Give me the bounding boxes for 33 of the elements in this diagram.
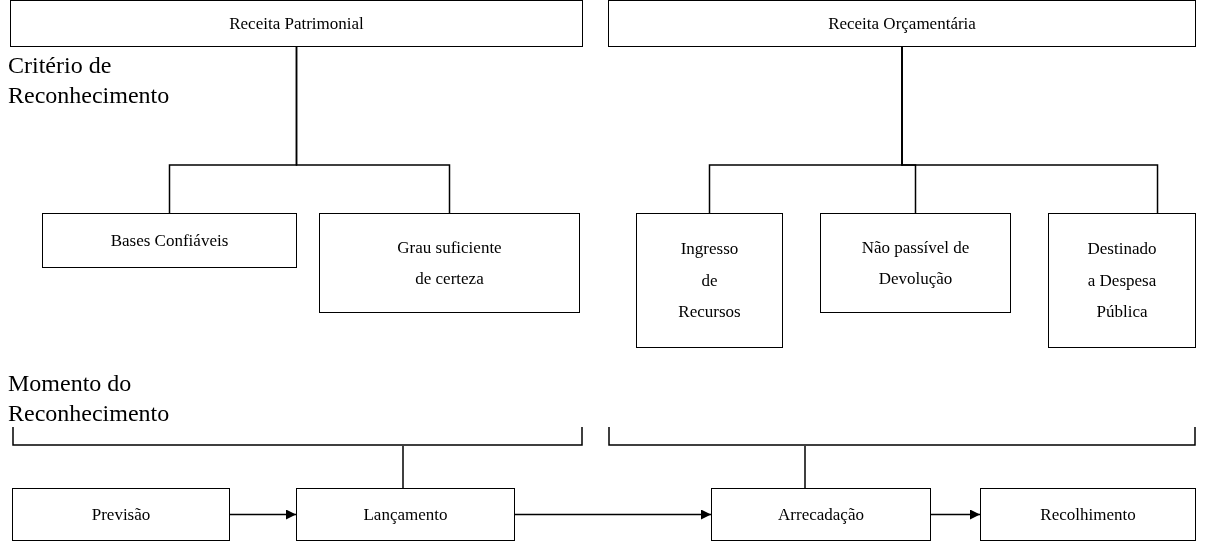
box-label: Não passível de Devolução [860, 236, 971, 290]
box-label: Destinado a Despesa Pública [1086, 238, 1158, 324]
section-heading: Critério de Reconhecimento [8, 51, 171, 110]
text-box [319, 213, 580, 313]
connector-line [295, 46, 451, 214]
box-label: Receita Patrimonial [229, 12, 364, 35]
arrow [229, 509, 297, 520]
box-label: Arrecadação [778, 503, 864, 526]
connector-line [901, 46, 1159, 214]
connector-line [804, 445, 806, 489]
connector-line [402, 445, 404, 489]
text-box [1048, 213, 1196, 348]
text-box [608, 0, 1196, 47]
box-label: Previsão [91, 503, 151, 526]
text-box [711, 488, 931, 541]
arrow [930, 509, 981, 520]
arrow [514, 509, 712, 520]
bracket [608, 427, 1196, 446]
box-label: Ingresso de Recursos [677, 238, 742, 324]
text-box [12, 488, 230, 541]
text-box [820, 213, 1011, 313]
text-box [296, 488, 515, 541]
text-box [42, 213, 297, 268]
box-label: Lançamento [363, 503, 448, 526]
box-label: Bases Confiáveis [110, 229, 229, 252]
box-label: Grau suficiente de certeza [396, 236, 503, 290]
box-label: Recolhimento [1040, 503, 1136, 526]
bracket [12, 427, 583, 446]
box-label: Receita Orçamentária [828, 12, 976, 35]
text-box [980, 488, 1196, 541]
text-box [10, 0, 583, 47]
text-box [636, 213, 783, 348]
section-heading: Momento do Reconhecimento [8, 369, 171, 428]
